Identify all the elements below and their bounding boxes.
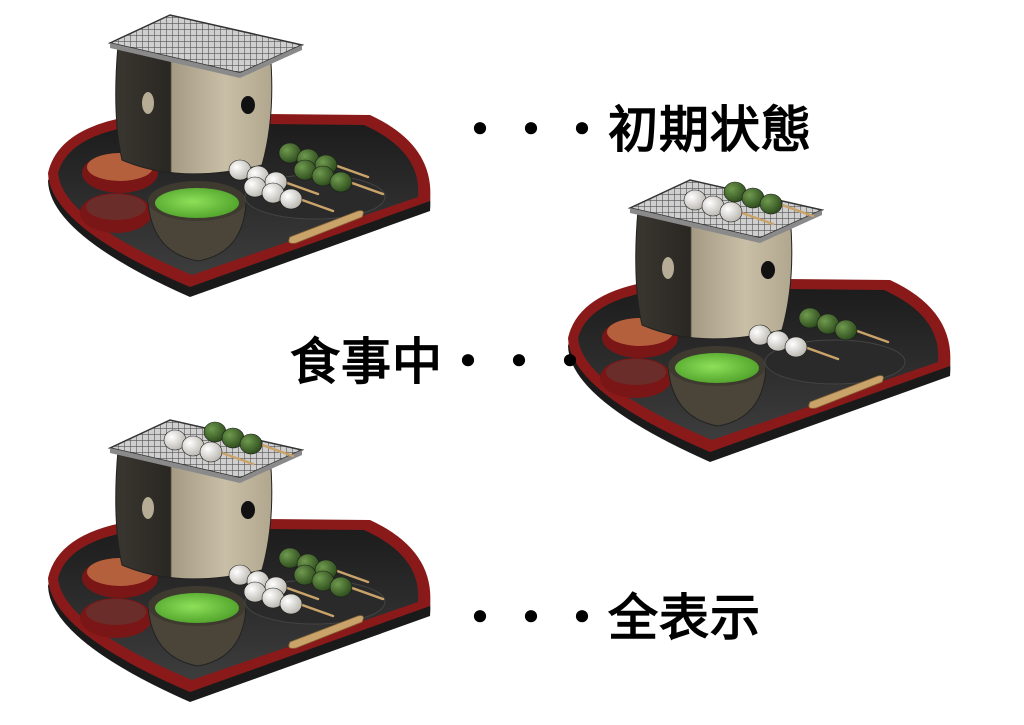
grill-skewer [723, 181, 815, 218]
tray-skewer [243, 176, 335, 213]
tray-skewer [798, 307, 890, 344]
scene-full-display [40, 410, 440, 710]
brazier-vent-left [662, 257, 674, 279]
scene-eating [560, 170, 960, 470]
grill-edge [110, 43, 302, 78]
dango-white [199, 441, 223, 463]
dango-green [834, 319, 858, 341]
tea-set-illustration [48, 14, 431, 297]
grill-skewer [683, 189, 775, 226]
dango-green [329, 171, 353, 193]
wooden-pick [288, 210, 364, 244]
matcha-tea [675, 353, 759, 383]
anko [86, 599, 146, 625]
brazier [635, 209, 793, 340]
anko [86, 194, 146, 220]
brazier-vent-right [241, 501, 255, 519]
tea-set-illustration [568, 179, 951, 462]
brazier [115, 449, 273, 580]
brazier-vent-right [241, 96, 255, 114]
grill-edge [110, 448, 302, 483]
tray-skewer [293, 159, 385, 196]
brazier [115, 44, 273, 175]
dango-white [719, 201, 743, 223]
tea-set-illustration [48, 419, 431, 702]
wooden-pick [808, 375, 884, 409]
dango-green [759, 193, 783, 215]
anko [606, 359, 666, 385]
tray-skewer [293, 564, 385, 601]
dango-white [784, 336, 808, 358]
dango-white [279, 188, 303, 210]
dango-white [279, 593, 303, 615]
caption-initial-state: ・・・初期状態 [455, 101, 812, 159]
grill-skewer [203, 421, 295, 458]
brazier-vent-left [142, 497, 154, 519]
grill-skewer [163, 429, 255, 466]
caption-eating: 食事中・・・ [290, 333, 596, 391]
brazier-vent-left [142, 92, 154, 114]
grill-edge [630, 208, 822, 243]
caption-full-display: ・・・全表示 [455, 589, 761, 647]
scene-initial-state [40, 5, 440, 305]
dango-green [239, 433, 263, 455]
tray-skewer [748, 324, 840, 361]
tray-skewer [243, 581, 335, 618]
matcha-tea [155, 593, 239, 623]
brazier-vent-right [761, 261, 775, 279]
dango-green [329, 576, 353, 598]
wooden-pick [288, 615, 364, 649]
matcha-tea [155, 188, 239, 218]
